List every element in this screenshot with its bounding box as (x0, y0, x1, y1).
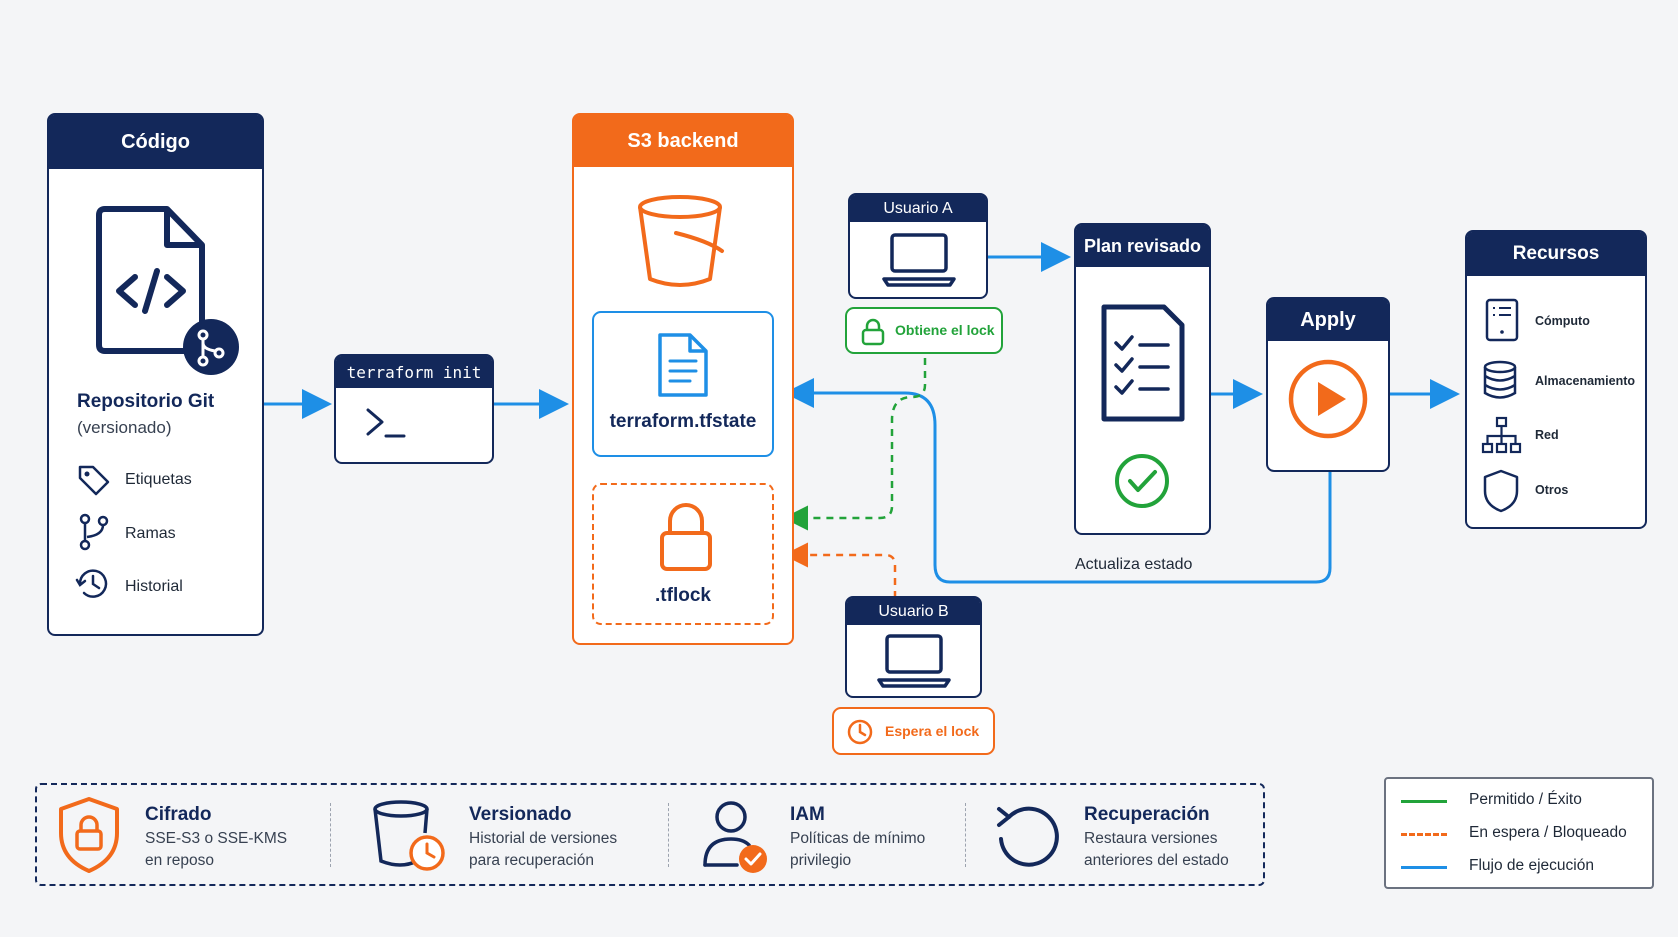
clock-icon (847, 719, 873, 745)
repo-title: Repositorio Git (77, 391, 215, 412)
legend-label-waiting: En espera / Bloqueado (1469, 824, 1627, 841)
resources-card: Recursos Cómputo Almacenamiento Red Otro… (1465, 230, 1647, 529)
user-a-card: Usuario A (848, 193, 988, 299)
user-b-card: Usuario B (845, 596, 982, 698)
state-file-icon (658, 333, 708, 397)
bucket-icon (638, 195, 724, 287)
terraform-init-card: terraform init (334, 354, 494, 464)
user-b-status-label: Espera el lock (885, 723, 980, 739)
branch-icon (79, 513, 109, 551)
plan-title: Plan revisado (1076, 225, 1209, 267)
resources-header: Recursos (1467, 232, 1645, 276)
legend-swatch-success (1401, 800, 1447, 803)
resource-storage: Almacenamiento (1535, 374, 1636, 388)
s3-backend-card: S3 backend terraform.tfstate .tflock (572, 113, 794, 645)
apply-title: Apply (1268, 299, 1388, 341)
resource-other: Otros (1535, 483, 1569, 497)
tflock-box: .tflock (592, 483, 774, 625)
server-icon (1485, 298, 1519, 342)
recovery-icon (997, 806, 1059, 867)
encryption-shield-icon (59, 797, 119, 873)
feature-title-encryption: Cifrado (145, 804, 212, 825)
code-file-icon (96, 206, 239, 375)
user-b-title: Usuario B (847, 598, 980, 625)
history-icon (75, 569, 108, 598)
terminal-icon (366, 408, 406, 438)
legend-swatch-flow (1401, 866, 1447, 869)
network-icon (1481, 416, 1522, 454)
code-card-header: Código (49, 115, 262, 169)
divider (330, 803, 331, 867)
check-circle-icon (1115, 454, 1169, 508)
user-a-status: Obtiene el lock (845, 307, 1003, 354)
divider (965, 803, 966, 867)
feature-line-encryption: SSE-S3 o SSE-KMS (145, 830, 288, 847)
lock-wait-arrow (783, 542, 897, 598)
feature-line-iam: privilegio (790, 852, 852, 869)
tfstate-box: terraform.tfstate (592, 311, 774, 457)
user-a-status-label: Obtiene el lock (895, 322, 995, 338)
checklist-icon (1101, 304, 1185, 422)
shield-icon (1483, 469, 1519, 513)
feature-line-recovery: Restaura versiones (1084, 830, 1218, 847)
legend-label-success: Permitido / Éxito (1469, 791, 1582, 808)
legend: Permitido / Éxito En espera / Bloqueado … (1384, 777, 1654, 889)
repo-subtitle: (versionado) (77, 418, 172, 437)
plan-card: Plan revisado (1074, 223, 1211, 535)
feature-title-versioning: Versionado (469, 804, 572, 825)
lock-acquire-arrow (783, 358, 927, 531)
versioning-bucket-icon (373, 800, 445, 871)
tfstate-label: terraform.tfstate (609, 411, 757, 432)
laptop-icon (877, 634, 951, 688)
legend-swatch-waiting (1401, 833, 1447, 836)
lock-closed-icon (861, 318, 885, 346)
s3-backend-header: S3 backend (574, 115, 792, 167)
play-icon (1288, 359, 1368, 439)
tflock-label: .tflock (655, 585, 711, 606)
tag-icon (78, 465, 110, 496)
user-a-title: Usuario A (850, 195, 986, 222)
legend-label-flow: Flujo de ejecución (1469, 857, 1594, 874)
code-item-history: Historial (125, 578, 183, 595)
feature-line-recovery: anteriores del estado (1084, 852, 1229, 869)
divider (668, 803, 669, 867)
resource-compute: Cómputo (1535, 314, 1590, 328)
feature-line-versioning: Historial de versiones (469, 830, 618, 847)
laptop-icon (882, 233, 956, 287)
lock-icon (660, 503, 712, 571)
flow-arrows (264, 242, 1460, 584)
feature-title-recovery: Recuperación (1084, 804, 1210, 825)
feature-line-iam: Políticas de mínimo (790, 830, 926, 847)
features-strip: Cifrado SSE-S3 o SSE-KMS en reposo Versi… (35, 783, 1265, 886)
resource-network: Red (1535, 428, 1559, 442)
code-item-tags: Etiquetas (125, 471, 192, 488)
terraform-init-command: terraform init (336, 356, 492, 388)
feature-title-iam: IAM (790, 804, 825, 825)
update-state-label: Actualiza estado (1075, 556, 1193, 573)
iam-user-icon (703, 801, 767, 873)
feature-line-versioning: para recuperación (469, 852, 594, 869)
feature-line-encryption: en reposo (145, 852, 214, 869)
code-item-branches: Ramas (125, 525, 176, 542)
user-b-status: Espera el lock (832, 707, 995, 755)
apply-card: Apply (1266, 297, 1390, 472)
code-card: Código Repositorio Git (versionado) Etiq… (47, 113, 264, 636)
database-icon (1483, 360, 1517, 399)
